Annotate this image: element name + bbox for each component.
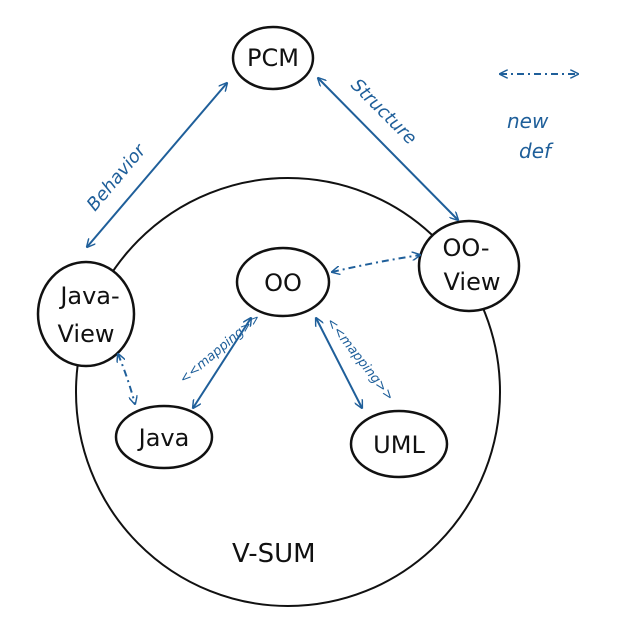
vsum-container: [75, 177, 501, 607]
node-uml: UML: [349, 409, 449, 479]
node-pcm: PCM: [231, 25, 315, 91]
edge-java-view-java-dashed: [118, 354, 135, 404]
node-uml-label: UML: [373, 431, 425, 459]
edge-pcm-oo-view: [318, 78, 458, 220]
edge-oo-java-label: <<mapping>>: [177, 311, 264, 387]
node-java-view-label-2: View: [58, 320, 115, 348]
node-oo-view: OO- View: [417, 219, 521, 313]
node-java-view-label-1: Java-: [58, 282, 119, 310]
node-java-label: Java: [137, 424, 190, 452]
node-oo-shape: [235, 246, 331, 318]
node-oo: OO: [235, 246, 331, 318]
legend-line-2: def: [519, 139, 554, 163]
node-oo-view-label-1: OO-: [442, 234, 489, 262]
node-oo-view-label-2: View: [444, 268, 501, 296]
edge-oo-java: [193, 318, 251, 408]
node-java-shape: [114, 404, 214, 470]
edge-behavior-label: Behavior: [83, 139, 151, 215]
edge-structure-label: Structure: [346, 75, 420, 149]
edge-oo-uml: [316, 318, 362, 408]
legend-line-1: new: [507, 109, 549, 133]
node-uml-shape: [349, 409, 449, 479]
edge-oo-uml-label: <<mapping>>: [323, 315, 397, 404]
vsum-label: V-SUM: [232, 539, 316, 569]
legend: new def: [500, 74, 578, 163]
edge-oo-oo-view-dashed: [332, 255, 420, 272]
node-java-view-shape: [36, 260, 136, 368]
node-pcm-shape: [231, 25, 315, 91]
node-java-view: Java- View: [36, 260, 136, 368]
edge-java-view-pcm: [87, 83, 227, 247]
node-pcm-label: PCM: [247, 44, 299, 72]
node-oo-label: OO: [264, 269, 302, 297]
node-java: Java: [114, 404, 214, 470]
